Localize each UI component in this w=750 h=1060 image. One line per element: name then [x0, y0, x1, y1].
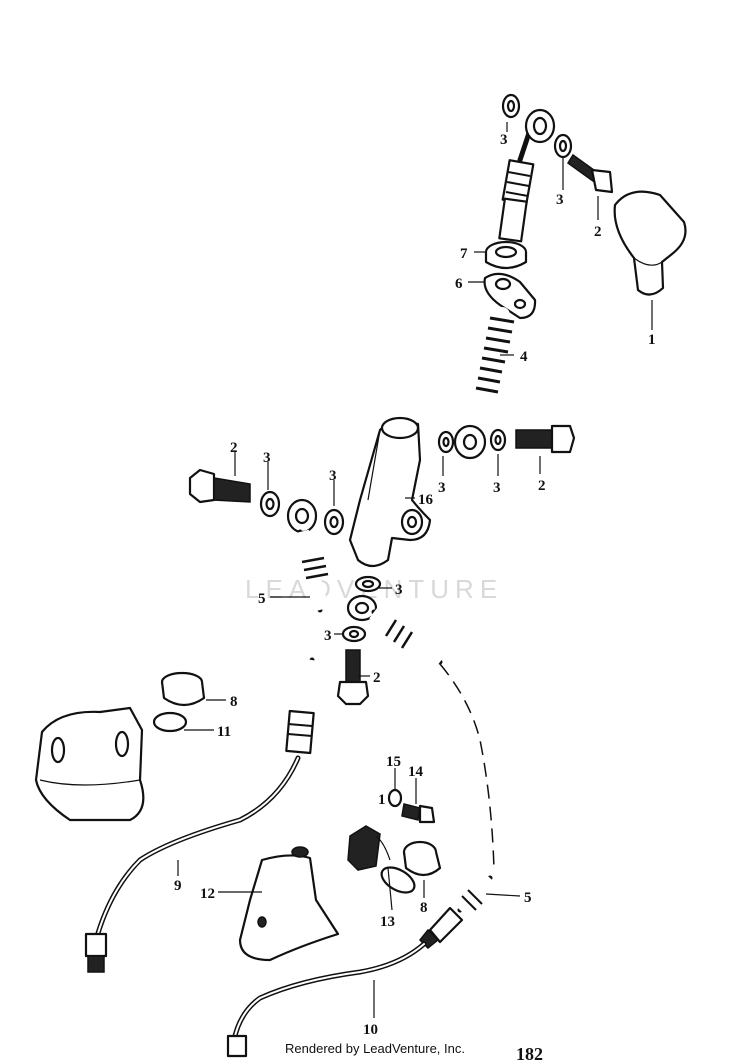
callout-9: 9 — [174, 878, 182, 894]
middle-brake-hose[interactable] — [453, 307, 515, 460]
top-banjo-bolt[interactable] — [566, 153, 614, 194]
callout-3: 3 — [395, 582, 403, 598]
callout-10: 10 — [363, 1022, 378, 1038]
grommet[interactable] — [484, 240, 528, 270]
right-hose-fitting[interactable] — [418, 872, 496, 950]
left-banjo-bolt[interactable] — [188, 468, 251, 504]
callout-8: 8 — [420, 900, 428, 916]
caliper-cover-left[interactable] — [34, 706, 145, 822]
lower-banjo-bolt[interactable] — [336, 649, 370, 706]
right-banjo-bolt[interactable] — [515, 424, 576, 454]
top-right-washer[interactable] — [553, 133, 573, 159]
center-washer[interactable] — [323, 508, 345, 536]
corner-number: 182 — [516, 1044, 543, 1060]
left-lower-hose[interactable] — [285, 657, 318, 755]
callout-12: 12 — [200, 886, 215, 902]
lower-washer-a[interactable] — [354, 575, 382, 593]
small-washer-15[interactable] — [387, 788, 403, 808]
leader-lines — [177, 122, 653, 1018]
callout-2: 2 — [230, 440, 238, 456]
grommet-left[interactable] — [160, 671, 206, 707]
top-banjo-fitting[interactable] — [498, 108, 556, 243]
callout-5: 5 — [258, 591, 266, 607]
callout-15: 15 — [386, 754, 401, 770]
hose-route-dashed — [439, 663, 495, 871]
callout-13: 13 — [380, 914, 395, 930]
top-washer[interactable] — [501, 93, 521, 119]
callout-3: 3 — [329, 468, 337, 484]
clip-left[interactable] — [152, 711, 188, 733]
callout-3: 3 — [438, 480, 446, 496]
callout-3: 3 — [493, 480, 501, 496]
left-upper-hose-fitting[interactable] — [286, 498, 329, 613]
callout-3: 3 — [500, 132, 508, 148]
callout-2: 2 — [594, 224, 602, 240]
lower-washer-b[interactable] — [341, 625, 367, 643]
callout-2: 2 — [538, 478, 546, 494]
lower-banjo-fitting[interactable] — [346, 594, 445, 669]
callout-3: 3 — [324, 628, 332, 644]
footer-credit: Rendered by LeadVenture, Inc. — [285, 1041, 465, 1056]
right-washer-b[interactable] — [489, 428, 507, 452]
callout-4: 4 — [520, 349, 528, 365]
clamp-bracket[interactable] — [483, 272, 537, 320]
callout-5: 5 — [524, 890, 532, 906]
callout-3: 3 — [556, 192, 564, 208]
brake-pipe-left[interactable] — [84, 755, 301, 973]
callout-labels: 3 3 2 7 6 1 4 2 3 3 16 3 3 2 5 3 3 2 8 1… — [174, 132, 656, 1060]
callout-8: 8 — [230, 694, 238, 710]
caliper-cover-right[interactable] — [238, 846, 340, 962]
callout-3: 3 — [263, 450, 271, 466]
callout-16: 16 — [418, 492, 434, 508]
callout-6: 6 — [455, 276, 463, 292]
master-cylinder[interactable] — [348, 416, 432, 568]
brake-pipe-right[interactable] — [226, 941, 427, 1058]
small-bolt-14[interactable] — [401, 803, 436, 824]
callout-2: 2 — [373, 670, 381, 686]
callout-11: 11 — [217, 724, 231, 740]
callout-7: 7 — [460, 246, 468, 262]
callout-1: 1 — [648, 332, 656, 348]
right-washer-a[interactable] — [437, 430, 455, 454]
callout-14: 14 — [408, 764, 424, 780]
grommet-right[interactable] — [402, 840, 442, 877]
left-washer[interactable] — [259, 490, 281, 518]
callout-1: 1 — [378, 792, 386, 808]
rubber-boot-cap[interactable] — [613, 190, 687, 296]
bracket-12[interactable] — [347, 825, 391, 871]
